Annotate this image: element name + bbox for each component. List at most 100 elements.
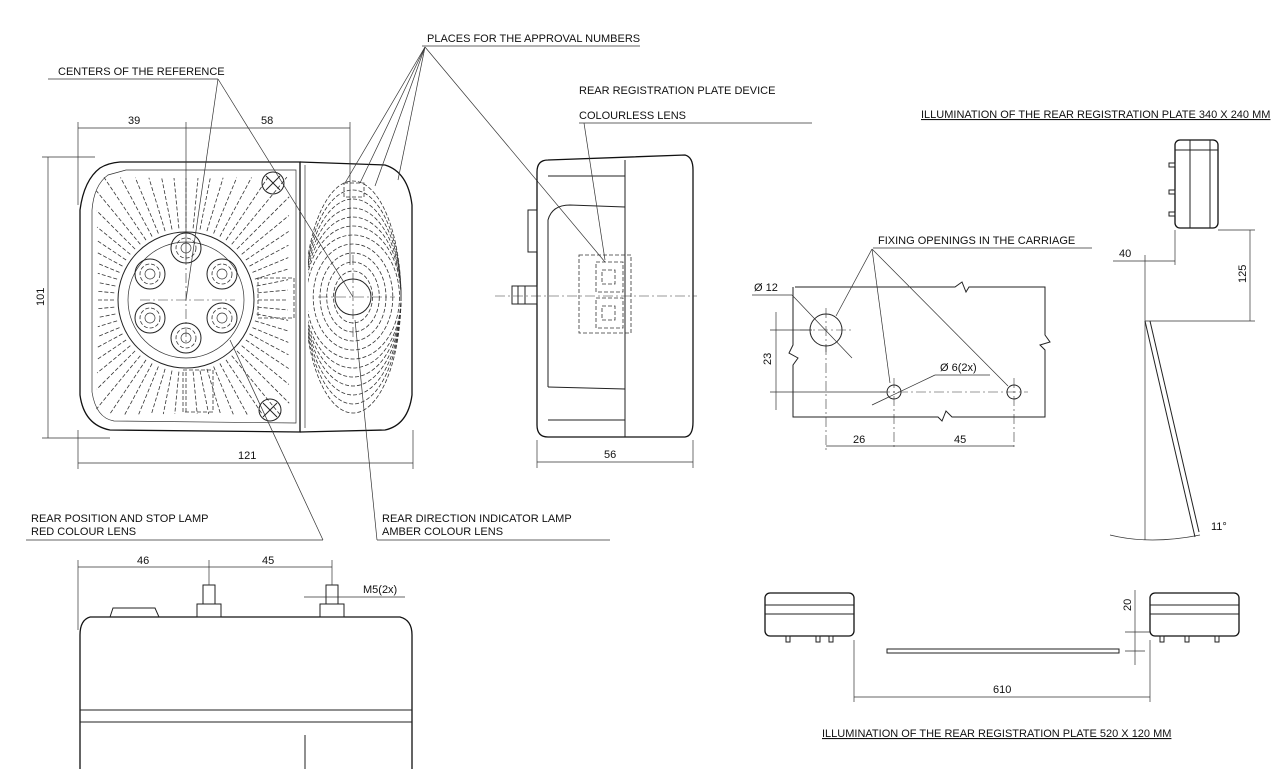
led-cluster (206, 258, 238, 290)
lens-rib (96, 190, 141, 245)
dim-46: 46 (137, 555, 149, 567)
led-clusters (134, 232, 238, 354)
led-cluster (134, 302, 166, 334)
lens-rib (151, 368, 166, 415)
lens-rib (97, 313, 116, 318)
lens-rib (103, 177, 147, 241)
dim-45-openings: 45 (954, 434, 966, 446)
lens-rib (174, 371, 180, 415)
lens-rib (241, 345, 290, 385)
label-position-stop-lamp: REAR POSITION AND STOP LAMP (31, 513, 208, 525)
lens-rib (109, 359, 147, 415)
lens-rib (254, 320, 289, 332)
label-amber-lens: AMBER COLOUR LENS (382, 526, 503, 538)
side-view: 56 REAR REGISTRATION PLATE DEVICE COLOUR… (495, 85, 812, 468)
bottom-view: 46 45 M5(2x) (77, 555, 413, 769)
label-colourless-lens: COLOURLESS LENS (579, 110, 686, 122)
lens-rib (120, 177, 153, 237)
lens-rib (256, 313, 289, 321)
lens-rib (97, 240, 127, 261)
label-fixing-openings: FIXING OPENINGS IN THE CARRIAGE (878, 235, 1075, 247)
dim-26: 26 (853, 434, 865, 446)
label-red-lens: RED COLOUR LENS (31, 526, 136, 538)
lens-rib (257, 306, 289, 311)
lens-rib (192, 371, 198, 415)
label-centers-reference: CENTERS OF THE REFERENCE (58, 66, 225, 78)
dim-121: 121 (238, 450, 256, 462)
lens-rib (252, 327, 289, 343)
lens-rib (173, 177, 180, 229)
plate-520-view: 20 610 ILLUMINATION OF THE REAR REGISTRA… (764, 590, 1240, 740)
lens-rib (96, 226, 131, 255)
lens-rib (256, 279, 289, 287)
lens-rib (219, 363, 248, 415)
label-rear-plate-device: REAR REGISTRATION PLATE DEVICE (579, 85, 775, 97)
label-approval-numbers: PLACES FOR THE APPROVAL NUMBERS (427, 33, 640, 45)
label-dia-12: Ø 12 (754, 282, 778, 294)
lens-rib (97, 272, 118, 280)
lens-rib (236, 196, 290, 250)
led-cluster (206, 302, 238, 334)
lamp-labels: REAR POSITION AND STOP LAMP RED COLOUR L… (26, 319, 610, 541)
lens-rib (241, 215, 290, 255)
lens-rib (236, 350, 290, 404)
lens-rib (97, 263, 120, 273)
lens-rib (97, 327, 120, 337)
lens-rib (213, 366, 234, 415)
lens-rib (199, 177, 211, 230)
dim-56: 56 (604, 449, 616, 461)
lens-rib (225, 177, 269, 241)
lens-rib (138, 366, 159, 415)
label-illum-340: ILLUMINATION OF THE REAR REGISTRATION PL… (921, 109, 1270, 121)
lens-rib (148, 177, 166, 232)
amber-ring (308, 234, 400, 360)
leader-labels-top: PLACES FOR THE APPROVAL NUMBERS CENTERS … (48, 33, 640, 301)
lens-rib (219, 177, 252, 237)
lens-rib (245, 231, 289, 261)
dim-45-studs: 45 (262, 555, 274, 567)
lens-rib (249, 244, 289, 267)
lens-rib (134, 177, 159, 234)
lens-rib (124, 363, 153, 415)
lens-rib (96, 345, 131, 374)
label-dia-6: Ø 6(2x) (940, 362, 977, 374)
lens-rib (206, 368, 221, 415)
lens-rib (257, 289, 289, 294)
lens-rib (199, 370, 210, 415)
dim-40: 40 (1119, 248, 1131, 260)
dim-101: 101 (35, 288, 47, 306)
label-angle-11: 11° (1211, 521, 1227, 533)
dim-39: 39 (128, 115, 140, 127)
red-lens-ribs (96, 176, 290, 416)
lens-rib (213, 177, 238, 234)
lens-rib (97, 282, 116, 287)
lens-rib (161, 177, 173, 230)
lens-rib (252, 257, 289, 273)
dim-23: 23 (762, 353, 774, 365)
dim-20: 20 (1122, 599, 1134, 611)
lens-rib (97, 339, 127, 360)
label-thread-m5: M5(2x) (363, 584, 397, 596)
lens-rib (206, 177, 224, 232)
lens-rib (96, 350, 136, 390)
lens-rib (96, 355, 141, 410)
label-direction-lamp: REAR DIRECTION INDICATOR LAMP (382, 513, 572, 525)
front-view (79, 161, 413, 433)
lens-rib (231, 176, 288, 245)
lens-rib (231, 355, 281, 416)
lens-rib (97, 252, 123, 267)
lens-rib (97, 320, 118, 328)
plate-340-view: ILLUMINATION OF THE REAR REGISTRATION PL… (921, 109, 1270, 541)
dim-125: 125 (1237, 265, 1249, 283)
fixing-openings-detail: 26 45 23 Ø 12 Ø 6(2x) FIXING OPENINGS IN… (752, 235, 1092, 450)
lens-rib (249, 333, 289, 356)
front-dimensions: 39 58 101 121 (35, 115, 414, 469)
lens-rib (254, 268, 289, 280)
lens-rib (97, 333, 123, 348)
dim-58: 58 (261, 115, 273, 127)
dim-610: 610 (993, 684, 1011, 696)
led-cluster (134, 258, 166, 290)
lens-rib (162, 370, 173, 415)
lens-rib (225, 359, 263, 415)
